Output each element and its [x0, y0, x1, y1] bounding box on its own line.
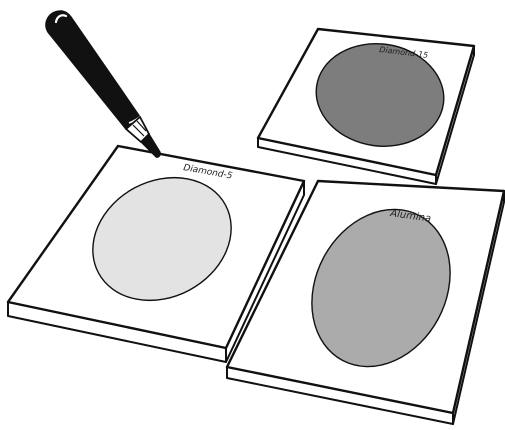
pad-disc [311, 208, 451, 368]
pad-diamond-15: Diamond-15 [256, 27, 476, 185]
pad-disc [92, 176, 232, 302]
pad-alumina: Alumina [225, 179, 505, 425]
pen-barrel [45, 10, 141, 130]
pen-collar-lines [132, 120, 147, 137]
pen-tip [140, 133, 161, 158]
pen-highlight [54, 14, 68, 24]
pad-disc [315, 43, 445, 147]
marker-pen-icon [45, 10, 161, 158]
pad-diamond-5: Diamond-5 [6, 144, 306, 363]
